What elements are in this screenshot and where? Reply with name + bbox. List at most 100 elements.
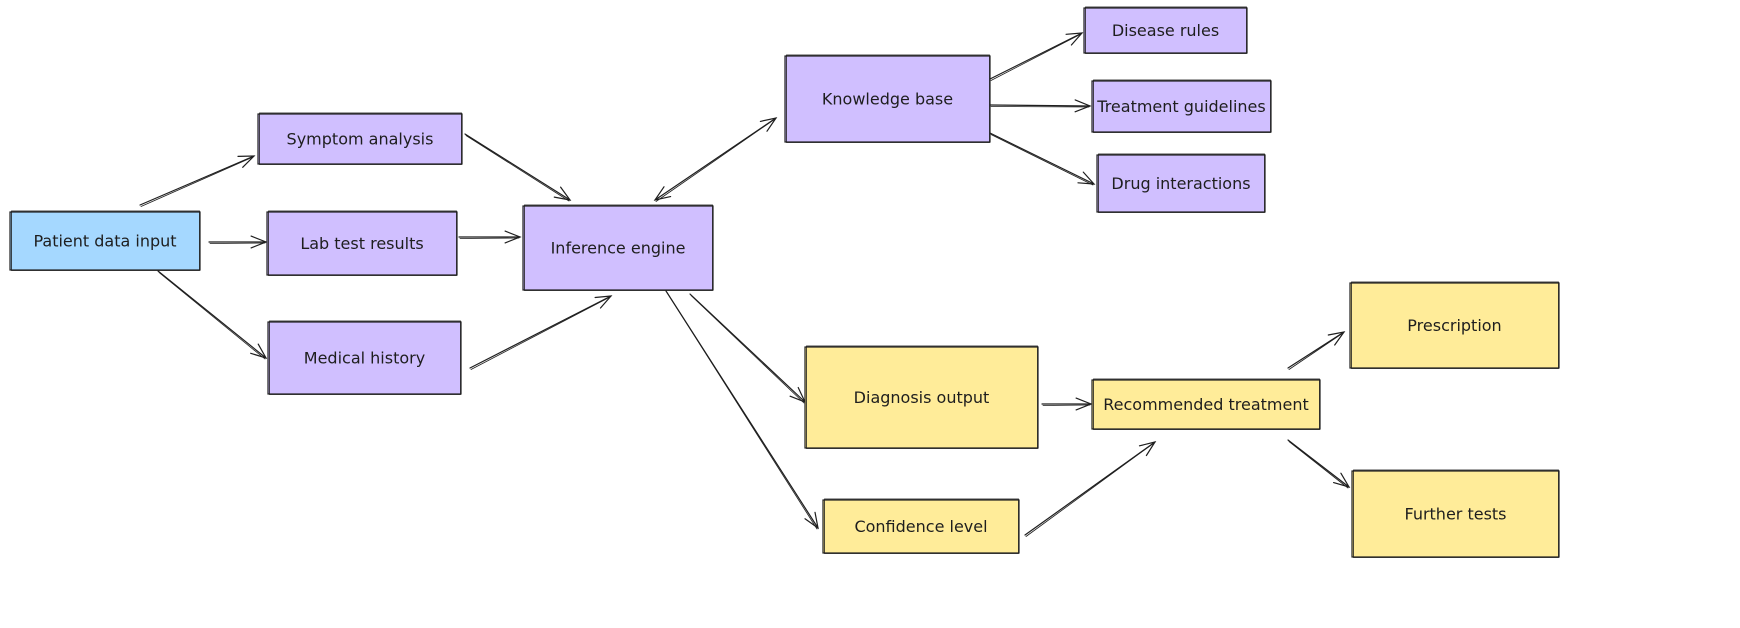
edge-line xyxy=(689,293,806,403)
edge-line xyxy=(989,32,1083,80)
arrowhead xyxy=(250,235,268,249)
node-box-sketch xyxy=(786,54,990,143)
node-label: Patient data input xyxy=(33,232,176,251)
edge-knowledge-base-to-drug-interactions xyxy=(989,132,1096,186)
edge-diagnosis-output-to-recommended-treatment xyxy=(1041,397,1093,411)
edge-line xyxy=(1024,441,1156,536)
edges-layer xyxy=(139,32,1351,537)
node-label: Disease rules xyxy=(1112,21,1219,40)
edge-line-sketch xyxy=(690,295,805,404)
node-box-sketch xyxy=(524,204,713,291)
node-box-sketch xyxy=(806,345,1038,449)
node-box xyxy=(822,499,1020,554)
node-box xyxy=(804,346,1039,449)
arrowhead xyxy=(1327,331,1346,346)
edge-inference-engine-to-knowledge-base xyxy=(653,117,778,202)
edge-line-sketch xyxy=(158,272,266,360)
edge-line xyxy=(469,295,612,369)
edge-lab-test-results-to-inference-engine xyxy=(458,230,522,244)
edge-knowledge-base-to-disease-rules xyxy=(989,32,1084,81)
edge-recommended-treatment-to-further-tests xyxy=(1287,439,1351,489)
node-diagnosis-output[interactable]: Diagnosis output xyxy=(804,345,1039,449)
arrowhead xyxy=(237,155,256,168)
edge-knowledge-base-to-treatment-guidelines xyxy=(989,99,1092,113)
node-knowledge-base[interactable]: Knowledge base xyxy=(784,54,991,143)
node-box-sketch xyxy=(1353,469,1559,558)
node-treatment-guidelines[interactable]: Treatment guidelines xyxy=(1091,79,1272,133)
edge-recommended-treatment-to-prescription xyxy=(1287,331,1346,370)
arrowhead xyxy=(250,343,268,360)
node-label: Recommended treatment xyxy=(1103,395,1309,414)
node-box xyxy=(267,321,462,395)
node-box-sketch xyxy=(1351,281,1559,369)
node-label: Medical history xyxy=(304,349,425,368)
node-box xyxy=(9,211,201,271)
node-recommended-treatment[interactable]: Recommended treatment xyxy=(1091,378,1321,430)
edge-line-sketch xyxy=(459,237,520,239)
node-further-tests[interactable]: Further tests xyxy=(1351,469,1560,558)
edge-inference-engine-to-confidence-level xyxy=(665,290,819,530)
node-label: Inference engine xyxy=(551,239,686,258)
edge-line-sketch xyxy=(990,106,1090,108)
arrowhead xyxy=(594,295,613,309)
node-lab-test-results[interactable]: Lab test results xyxy=(266,210,458,276)
node-box-sketch xyxy=(268,210,457,276)
arrowhead xyxy=(1333,472,1351,488)
node-inference-engine[interactable]: Inference engine xyxy=(522,204,714,291)
arrowhead xyxy=(1138,441,1157,457)
edge-line-sketch xyxy=(140,156,254,207)
node-label: Lab test results xyxy=(300,234,423,253)
edge-line-sketch xyxy=(470,296,611,370)
node-label: Treatment guidelines xyxy=(1096,97,1265,116)
node-box xyxy=(784,55,991,143)
node-box xyxy=(1096,154,1266,213)
node-box xyxy=(1083,7,1248,54)
node-drug-interactions[interactable]: Drug interactions xyxy=(1096,153,1266,213)
edge-line-sketch xyxy=(1288,441,1349,489)
edge-line-sketch xyxy=(465,135,570,202)
edge-line xyxy=(464,133,571,201)
edge-inference-engine-to-diagnosis-output xyxy=(689,293,807,404)
node-label: Confidence level xyxy=(854,517,987,536)
node-box-sketch xyxy=(259,112,462,165)
edge-line-sketch xyxy=(655,118,776,202)
node-patient-data-input[interactable]: Patient data input xyxy=(9,210,201,271)
node-symptom-analysis[interactable]: Symptom analysis xyxy=(257,112,463,165)
edge-line xyxy=(1287,331,1345,369)
node-box-sketch xyxy=(1098,153,1265,213)
node-label: Prescription xyxy=(1407,316,1501,335)
node-label: Drug interactions xyxy=(1111,174,1250,193)
node-box xyxy=(1349,282,1560,369)
arrowhead xyxy=(1075,397,1093,411)
edge-line xyxy=(989,132,1095,185)
node-box-sketch xyxy=(1093,378,1320,430)
node-disease-rules[interactable]: Disease rules xyxy=(1083,6,1248,54)
edge-line-sketch xyxy=(1042,404,1091,406)
node-box xyxy=(522,205,714,291)
node-box-sketch xyxy=(11,210,200,271)
node-box-sketch xyxy=(1085,6,1247,54)
arrowhead xyxy=(804,511,819,530)
edge-confidence-level-to-recommended-treatment xyxy=(1024,441,1157,537)
arrowhead xyxy=(553,186,572,201)
node-medical-history[interactable]: Medical history xyxy=(267,320,462,395)
edge-symptom-analysis-to-inference-engine xyxy=(464,133,572,202)
edge-line-sketch xyxy=(990,134,1094,186)
node-box xyxy=(1091,80,1272,133)
edge-line xyxy=(157,270,267,359)
edge-line-sketch xyxy=(209,242,266,244)
node-confidence-level[interactable]: Confidence level xyxy=(822,498,1020,554)
edge-line-sketch xyxy=(1025,442,1155,537)
arrowhead xyxy=(759,117,778,132)
node-prescription[interactable]: Prescription xyxy=(1349,281,1560,369)
arrowhead xyxy=(1077,171,1096,185)
edge-patient-data-input-to-lab-test-results xyxy=(208,235,268,249)
edge-patient-data-input-to-symptom-analysis xyxy=(139,155,256,207)
node-box xyxy=(257,113,463,165)
node-box-sketch xyxy=(1093,79,1271,133)
edge-line-sketch xyxy=(990,33,1082,81)
node-label: Diagnosis output xyxy=(854,388,990,407)
edge-line xyxy=(139,155,255,206)
